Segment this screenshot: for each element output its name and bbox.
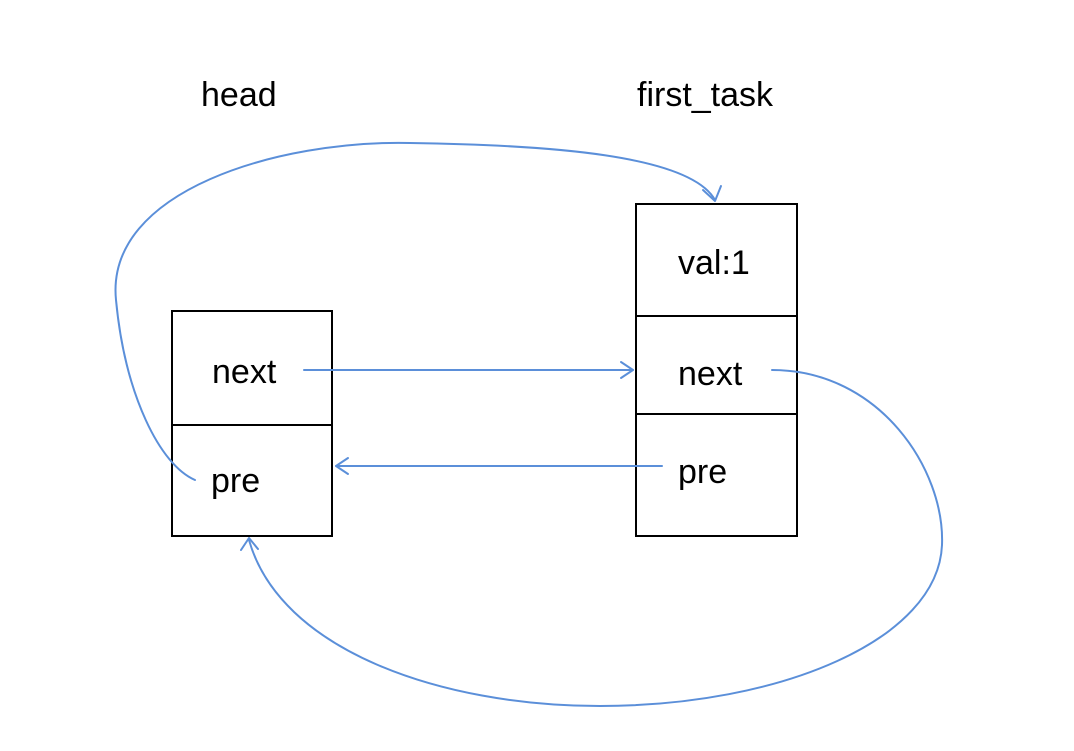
first-task-pre-label: pre xyxy=(678,453,728,491)
arrow-first-task-next-to-head xyxy=(248,369,944,707)
head-node-title: head xyxy=(201,76,277,114)
arrowhead-head-next xyxy=(620,361,634,379)
first-task-next-field: next xyxy=(637,315,796,413)
head-next-field: next xyxy=(173,312,331,424)
first-task-val-field: val:1 xyxy=(637,205,796,315)
first-task-val-label: val:1 xyxy=(678,244,750,282)
head-node: next pre xyxy=(171,310,333,537)
first-task-next-label: next xyxy=(678,355,743,393)
first-task-node-title: first_task xyxy=(637,76,774,114)
head-pre-field: pre xyxy=(173,424,331,535)
head-pre-label: pre xyxy=(211,462,261,500)
arrow-head-pre-to-first-task xyxy=(114,141,716,481)
first-task-node: val:1 next pre xyxy=(635,203,798,537)
head-next-label: next xyxy=(212,353,277,391)
arrowhead-first-task-pre xyxy=(335,457,349,475)
arrowhead-first-task-next-loop xyxy=(240,537,259,551)
arrowhead-head-pre-loop xyxy=(702,185,722,202)
first-task-pre-field: pre xyxy=(637,413,796,535)
